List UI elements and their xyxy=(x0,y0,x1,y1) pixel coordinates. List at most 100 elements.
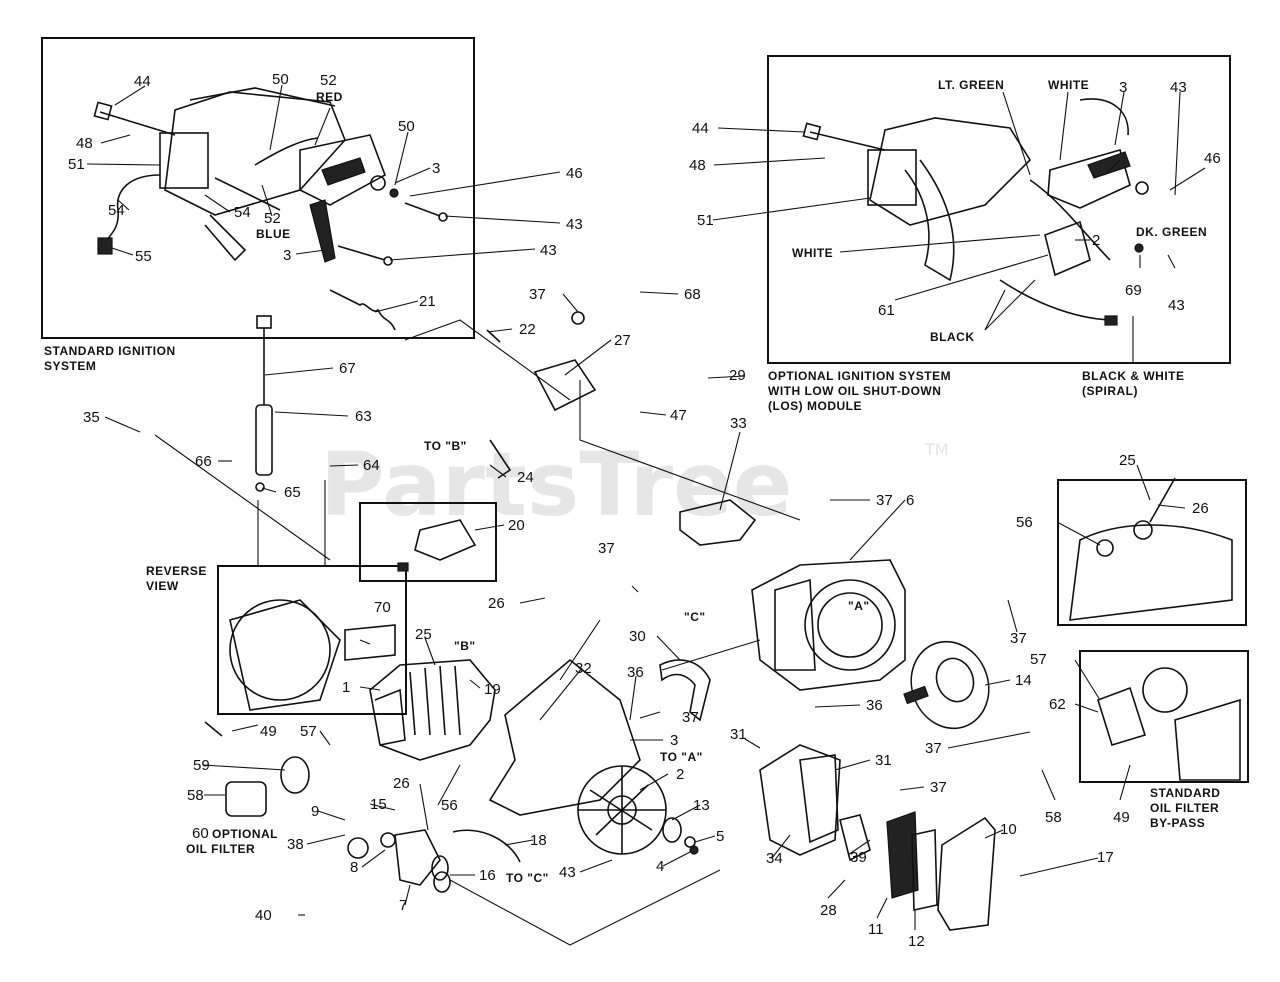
callout-43: 43 xyxy=(566,216,583,233)
callout-65: 65 xyxy=(284,484,301,501)
callout-19: 19 xyxy=(484,681,501,698)
caption-standard-ignition-line2: SYSTEM xyxy=(44,359,96,373)
ref-to-c: TO "C" xyxy=(506,871,549,885)
watermark: PartsTree xyxy=(320,433,792,536)
callout-17: 17 xyxy=(1097,849,1114,866)
callout-64: 64 xyxy=(363,457,380,474)
shroud-32 xyxy=(488,658,641,816)
callout-35: 35 xyxy=(83,409,100,426)
callout-37: 37 xyxy=(1010,630,1027,647)
callout-20: 20 xyxy=(508,517,525,534)
callout-4: 4 xyxy=(656,858,664,875)
callout-43: 43 xyxy=(1170,79,1187,96)
carburetor-7 xyxy=(347,829,521,893)
callout-58: 58 xyxy=(187,787,204,804)
caption-optional-ignition-line3: (LOS) MODULE xyxy=(768,399,862,413)
oil-filter-bypass-62 xyxy=(1097,667,1241,781)
callout-3: 3 xyxy=(670,732,678,749)
caption-standard-oil-filter-line1: STANDARD xyxy=(1150,786,1220,800)
caption-reverse-view-line1: REVERSE xyxy=(146,564,207,578)
callout-52: 52 xyxy=(320,72,337,89)
callout-63: 63 xyxy=(355,408,372,425)
bracket-30 xyxy=(659,659,711,722)
detail-box-25-26 xyxy=(1057,479,1247,626)
callout-57: 57 xyxy=(1030,651,1047,668)
callout-18: 18 xyxy=(530,832,547,849)
bolt-43-standard xyxy=(337,202,448,266)
ref-c: "C" xyxy=(684,610,706,624)
callout-46: 46 xyxy=(1204,150,1221,167)
optional-ignition-box xyxy=(767,55,1231,364)
callout-46: 46 xyxy=(566,165,583,182)
callout-43: 43 xyxy=(559,864,576,881)
reverse-view-box xyxy=(217,565,407,715)
ignition-bracket-optional xyxy=(867,98,1149,326)
wire-label-white-left: WHITE xyxy=(792,246,833,260)
caption-black-white-line1: BLACK & WHITE xyxy=(1082,369,1185,383)
callout-33: 33 xyxy=(730,415,747,432)
captions: STANDARD IGNITION SYSTEM OPTIONAL IGNITI… xyxy=(44,78,1220,885)
callout-29: 29 xyxy=(729,367,746,384)
caption-standard-ignition-line1: STANDARD IGNITION xyxy=(44,344,176,358)
oil-filter-60 xyxy=(204,721,310,817)
callout-9: 9 xyxy=(311,803,319,820)
callout-1: 1 xyxy=(342,679,350,696)
callout-62: 62 xyxy=(1049,696,1066,713)
callout-37: 37 xyxy=(876,492,893,509)
callout-37: 37 xyxy=(529,286,546,303)
wire-54 xyxy=(97,174,161,255)
callout-49: 49 xyxy=(260,723,277,740)
blower-housing-6 xyxy=(751,559,906,691)
caption-optional-ignition-line2: WITH LOW OIL SHUT-DOWN xyxy=(768,384,941,398)
callout-14: 14 xyxy=(1015,672,1032,689)
callout-37: 37 xyxy=(598,540,615,557)
wire-label-lt-green: LT. GREEN xyxy=(938,78,1004,92)
callout-8: 8 xyxy=(350,859,358,876)
watermark-tm: TM xyxy=(924,440,949,459)
caption-optional-oil-filter-line1: OPTIONAL xyxy=(212,827,278,841)
callout-10: 10 xyxy=(1000,821,1017,838)
callout-22: 22 xyxy=(519,321,536,338)
callout-27: 27 xyxy=(614,332,631,349)
throttle-link-67-63 xyxy=(255,315,273,492)
callout-49: 49 xyxy=(1113,809,1130,826)
ref-b: "B" xyxy=(454,639,476,653)
callout-66: 66 xyxy=(195,453,212,470)
spark-plug-wire-44-optional xyxy=(802,122,886,151)
callout-54: 54 xyxy=(108,202,125,219)
caption-standard-oil-filter-line3: BY-PASS xyxy=(1150,816,1205,830)
callout-40: 40 xyxy=(255,907,272,924)
callout-25: 25 xyxy=(415,626,432,643)
callout-11: 11 xyxy=(868,921,884,938)
callout-69: 69 xyxy=(1125,282,1142,299)
callout-44: 44 xyxy=(134,73,151,90)
callout-47: 47 xyxy=(670,407,687,424)
callout-2: 2 xyxy=(676,766,684,783)
bracket-33 xyxy=(679,499,757,546)
callout-30: 30 xyxy=(629,628,646,645)
callout-67: 67 xyxy=(339,360,356,377)
callout-21: 21 xyxy=(419,293,436,310)
ref-a: "A" xyxy=(848,599,870,613)
air-cleaner-cover-10 xyxy=(937,816,996,931)
recoil-starter-14 xyxy=(903,640,990,730)
wire-label-red: RED xyxy=(316,90,343,104)
callout-37: 37 xyxy=(682,709,699,726)
callout-50: 50 xyxy=(272,71,289,88)
caption-optional-oil-filter-line2: OIL FILTER xyxy=(186,842,255,856)
caption-reverse-view-line2: VIEW xyxy=(146,579,179,593)
filter-element-11 xyxy=(886,811,919,899)
spring-21 xyxy=(329,289,396,331)
leader-lines xyxy=(86,84,1206,946)
ref-to-a: TO "A" xyxy=(660,750,703,764)
callout-55: 55 xyxy=(135,248,152,265)
callout-68: 68 xyxy=(684,286,701,303)
callout-59: 59 xyxy=(193,757,210,774)
detail-box-20 xyxy=(359,502,497,582)
callout-31: 31 xyxy=(875,752,892,769)
callout-2: 2 xyxy=(1092,232,1100,249)
linkage-20 xyxy=(397,519,477,572)
callout-25: 25 xyxy=(1119,452,1136,469)
callout-48: 48 xyxy=(76,135,93,152)
callout-13: 13 xyxy=(693,797,710,814)
